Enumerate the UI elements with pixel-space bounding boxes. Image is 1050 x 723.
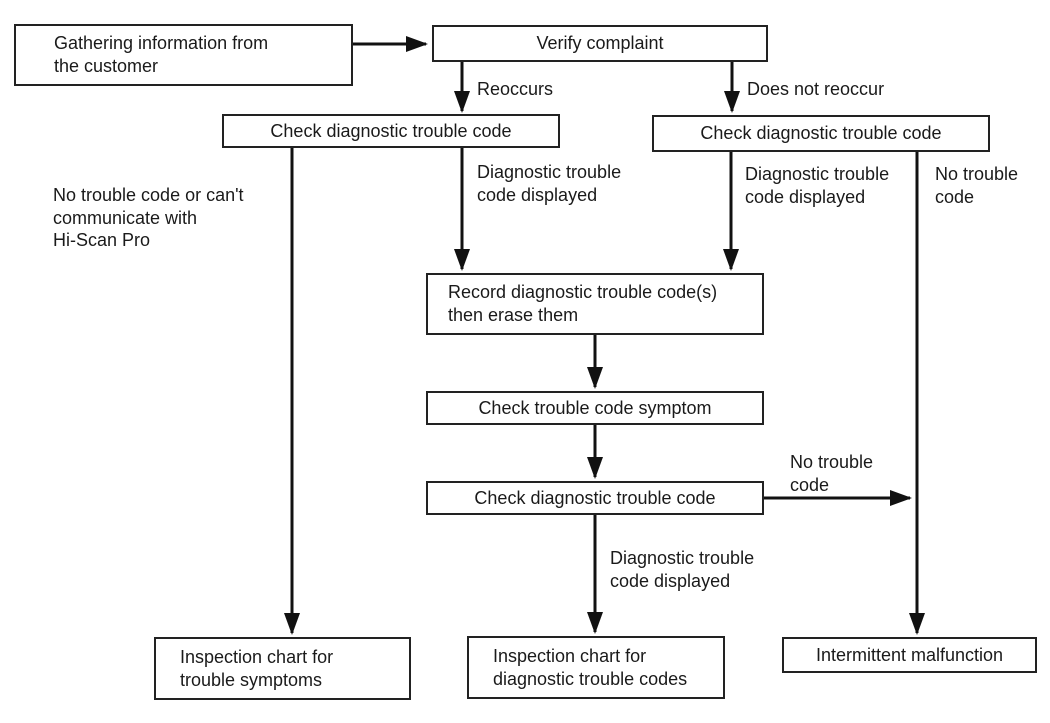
edge-label-dtc-displayed-mid: Diagnostic trouble code displayed [610, 548, 755, 591]
node-check-dtc-left: Check diagnostic trouble code [222, 114, 560, 148]
edge-label-does-not-reoccur: Does not reoccur [747, 79, 885, 99]
node-verify-complaint: Verify complaint [432, 25, 768, 62]
edge-label-dtc-displayed-right: Diagnostic trouble code displayed [745, 164, 890, 207]
edge-label-no-trouble-code-right: No trouble code [935, 164, 1019, 207]
node-gathering-information: Gathering information from the customer [14, 24, 353, 86]
node-record-dtc: Record diagnostic trouble code(s) then e… [426, 273, 764, 335]
edge-label-dtc-displayed-left: Diagnostic trouble code displayed [477, 162, 622, 205]
node-check-trouble-code-symptom: Check trouble code symptom [426, 391, 764, 425]
edge-label-no-trouble-code-left: No trouble code or can't communicate wit… [53, 185, 244, 251]
node-check-dtc-mid: Check diagnostic trouble code [426, 481, 764, 515]
edge-label-no-trouble-code-mid: No trouble code [790, 452, 874, 495]
node-intermittent-malfunction: Intermittent malfunction [782, 637, 1037, 673]
node-inspection-chart-dtc: Inspection chart for diagnostic trouble … [467, 636, 725, 699]
edge-label-reoccurs: Reoccurs [477, 79, 554, 99]
node-check-dtc-right: Check diagnostic trouble code [652, 115, 990, 152]
node-inspection-chart-trouble-symptoms: Inspection chart for trouble symptoms [154, 637, 411, 700]
